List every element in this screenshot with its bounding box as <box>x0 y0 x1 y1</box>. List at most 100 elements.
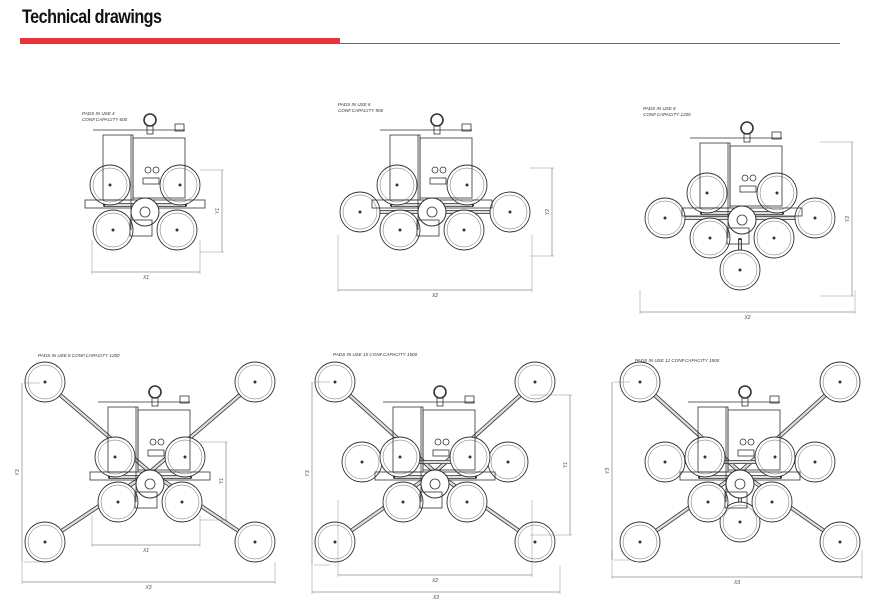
pad-arm-fill <box>44 471 151 543</box>
pad-center <box>465 183 469 187</box>
pad-arm-fill <box>149 471 256 543</box>
gauge <box>747 438 755 446</box>
switch <box>174 123 185 132</box>
pad-center <box>462 228 466 232</box>
suction-pad-inner <box>92 167 128 203</box>
suction-pad-inner <box>342 194 378 230</box>
drawing-caption: PADS IN USE 10 CONF.CAPACITY 1500 <box>333 352 418 357</box>
dimension-label: Y2 <box>845 216 851 222</box>
pad-center <box>770 500 774 504</box>
dimension-label: Y3 <box>15 469 21 475</box>
drawing-caption: PADS IN USE 8 CONF.CAPACITY 1200 <box>38 353 120 358</box>
pad-center <box>398 455 402 459</box>
suction-pad-inner <box>164 484 200 520</box>
motor <box>416 219 440 237</box>
lifting-eye <box>143 113 157 127</box>
pad-center <box>708 236 712 240</box>
pad-center <box>706 500 710 504</box>
suction-pad-inner <box>797 200 833 236</box>
pad-center <box>465 500 469 504</box>
suction-pad-inner <box>317 524 353 560</box>
gauge <box>749 174 757 182</box>
suction-pad-inner <box>344 444 380 480</box>
rotator-disc <box>135 469 165 499</box>
pad-center <box>395 183 399 187</box>
pad-center <box>663 216 667 220</box>
gauge-panel <box>147 449 165 457</box>
gauge <box>434 438 442 446</box>
rotator-hub <box>736 214 748 226</box>
title-rule <box>340 43 840 44</box>
eye-stem <box>741 397 749 407</box>
rotator-hub <box>139 206 151 218</box>
gauge <box>157 438 165 446</box>
suction-pad-inner <box>647 200 683 236</box>
suction-pad-inner <box>449 484 485 520</box>
suction-pad-inner <box>756 220 792 256</box>
suction-pad-inner <box>237 364 273 400</box>
pad-center <box>113 455 117 459</box>
gauge-panel <box>432 449 450 457</box>
pad-center <box>703 455 707 459</box>
lifting-eye <box>433 385 447 399</box>
suction-pad-inner <box>446 212 482 248</box>
suction-pad-inner <box>722 504 758 540</box>
gauge <box>431 166 439 174</box>
control-box <box>727 409 781 471</box>
control-box <box>137 409 191 471</box>
drawing-10-pads: PADS IN USE 10 CONF.CAPACITY 1500X2Y1X3Y… <box>305 352 572 601</box>
control-box <box>132 137 186 199</box>
suction-pad-inner <box>822 364 858 400</box>
gauge <box>739 438 747 446</box>
motor <box>134 491 158 509</box>
pad-center <box>773 455 777 459</box>
pad-center <box>360 460 364 464</box>
suction-pad-inner <box>492 194 528 230</box>
dimension-label: Y1 <box>563 462 569 468</box>
pad-center <box>111 228 115 232</box>
motor <box>724 491 748 509</box>
eye-stem <box>146 125 154 135</box>
pad-center <box>738 520 742 524</box>
pad-center <box>813 460 817 464</box>
dimension-label: Y2 <box>545 209 551 215</box>
suction-pad-inner <box>452 439 488 475</box>
suction-pad-inner <box>449 167 485 203</box>
suction-pad-inner <box>517 364 553 400</box>
pad-center <box>253 380 257 384</box>
motor <box>419 491 443 509</box>
suction-pad-inner <box>797 444 833 480</box>
switch <box>769 395 780 404</box>
suction-pad-inner <box>167 439 203 475</box>
suction-pad-inner <box>754 484 790 520</box>
pad-center <box>838 540 842 544</box>
motor <box>129 219 153 237</box>
drawing-caption: PADS IN USE 6 <box>338 102 371 107</box>
pad-center <box>358 210 362 214</box>
suction-pad-inner <box>490 444 526 480</box>
rotator-hub <box>429 478 441 490</box>
rotator-disc <box>727 205 757 235</box>
rotator-disc <box>130 197 160 227</box>
dimension-label: X1 <box>142 548 149 554</box>
pad-center <box>401 500 405 504</box>
suction-pad-inner <box>27 524 63 560</box>
control-box <box>419 137 473 199</box>
rotator-hub <box>426 206 438 218</box>
suction-pad-inner <box>162 167 198 203</box>
dimension-label: X1 <box>142 275 149 281</box>
gauge <box>741 174 749 182</box>
control-box <box>729 145 783 207</box>
gauge <box>442 438 450 446</box>
lifting-eye <box>148 385 162 399</box>
dimension-label: Y3 <box>305 470 311 476</box>
gauge-panel <box>142 177 160 185</box>
lifting-eye <box>430 113 444 127</box>
drawing-caption: CONF.CAPACITY 1200 <box>643 112 691 117</box>
pad-center <box>116 500 120 504</box>
dimension-label: Y3 <box>605 468 611 474</box>
switch <box>179 395 190 404</box>
